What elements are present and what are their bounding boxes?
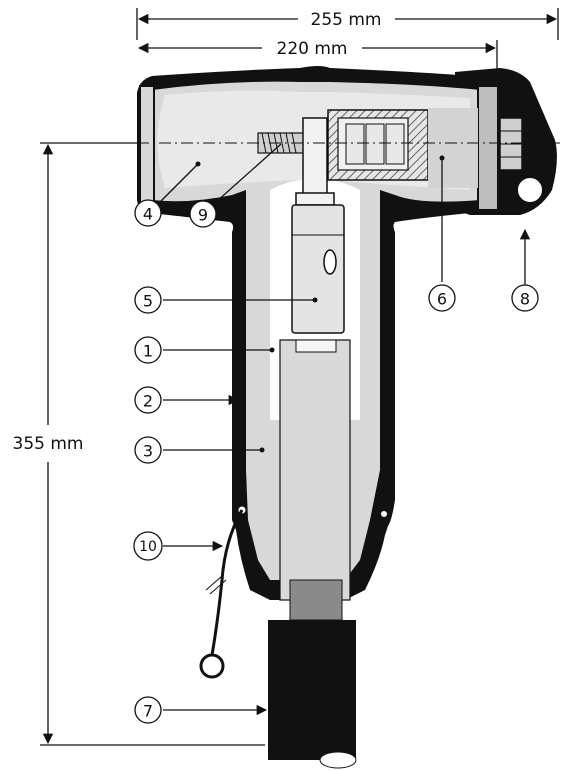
callout-1: 1 — [134, 336, 162, 364]
cable — [268, 339, 357, 769]
cable-lug — [291, 204, 345, 334]
right-end-cap — [477, 85, 499, 211]
svg-text:5: 5 — [143, 292, 153, 311]
svg-text:9: 9 — [198, 206, 208, 225]
callout-4: 4 — [134, 199, 162, 227]
dimension-height: 355 mm — [13, 142, 265, 746]
callout-3: 3 — [134, 436, 162, 464]
callout-8: 8 — [511, 284, 539, 312]
bolt-assembly — [327, 108, 523, 188]
dimension-inner-width: 220 mm — [137, 39, 498, 76]
earthing-wire — [199, 505, 388, 679]
svg-text:2: 2 — [143, 392, 153, 411]
callout-10: 10 — [133, 531, 163, 561]
svg-text:10: 10 — [139, 539, 157, 555]
svg-text:1: 1 — [143, 342, 153, 361]
callout-9: 9 — [189, 200, 217, 228]
test-point-hole — [516, 176, 544, 204]
dim-height-label: 355 mm — [13, 434, 84, 454]
svg-text:3: 3 — [143, 442, 153, 461]
svg-text:4: 4 — [143, 205, 153, 224]
dim-overall-width-label: 255 mm — [311, 10, 382, 30]
svg-text:6: 6 — [437, 290, 447, 309]
callout-7: 7 — [134, 696, 162, 724]
dim-inner-width-label: 220 mm — [277, 39, 348, 59]
svg-text:8: 8 — [520, 290, 530, 309]
callout-2: 2 — [134, 386, 162, 414]
conductor-pin — [295, 117, 335, 206]
callout-5: 5 — [134, 286, 162, 314]
dimension-overall-width: 255 mm — [136, 8, 559, 40]
svg-text:7: 7 — [143, 702, 153, 721]
left-end-cap — [139, 85, 155, 207]
callout-6: 6 — [428, 284, 456, 312]
leader-lines — [159, 143, 531, 716]
